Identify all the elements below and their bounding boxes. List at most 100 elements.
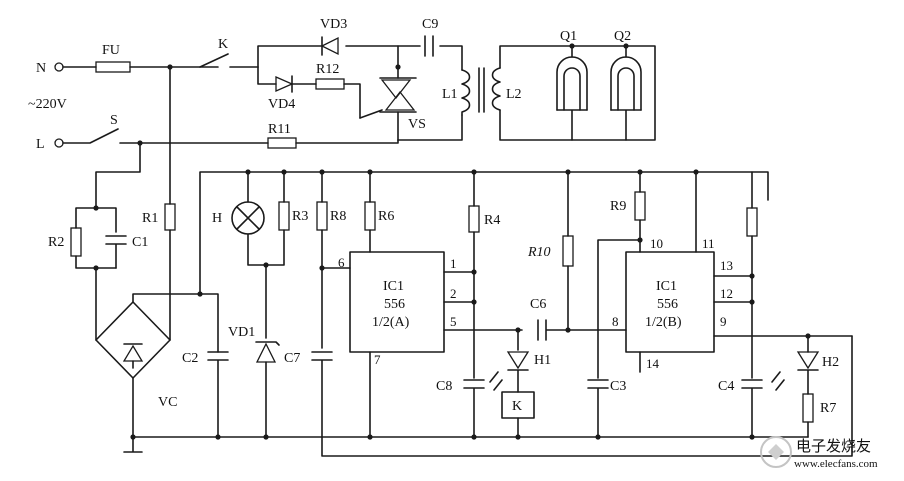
label-k: K bbox=[218, 37, 228, 52]
ic-a-name: IC1 bbox=[383, 279, 404, 294]
lamp-h: H bbox=[212, 171, 267, 266]
ic-b-part: 556 bbox=[657, 297, 678, 312]
svg-text:R9: R9 bbox=[610, 199, 626, 214]
pin-a7: 7 bbox=[374, 352, 381, 367]
svg-text:H1: H1 bbox=[534, 353, 551, 368]
ic1-half-a: IC1 556 1/2(A) 6 1 2 5 7 bbox=[338, 251, 523, 438]
resistor-r3: R3 bbox=[265, 171, 308, 266]
triac-vs: VS bbox=[359, 45, 426, 141]
timer-b-section: R9 C3 IC1 556 1/2(B) 10 11 13 12 8 9 14 bbox=[587, 171, 853, 438]
inductor-l2: L2 bbox=[491, 67, 522, 111]
pin-a6: 6 bbox=[338, 255, 345, 270]
timer-a-section: H R3 VD1 R8 C7 R6 bbox=[212, 169, 853, 457]
svg-text:R8: R8 bbox=[330, 209, 346, 224]
switch-s: S bbox=[62, 113, 269, 144]
resistor-r1: R1 bbox=[142, 66, 176, 341]
ic-b-name: IC1 bbox=[656, 279, 677, 294]
label-s: S bbox=[110, 113, 118, 128]
resistor-r11: R11 bbox=[267, 122, 297, 149]
inductor-l1: L1 bbox=[442, 69, 471, 116]
svg-text:R6: R6 bbox=[378, 209, 394, 224]
bridge-rectifier-vc: VC bbox=[95, 171, 769, 438]
svg-text:R2: R2 bbox=[48, 235, 64, 250]
label-fu: FU bbox=[102, 43, 120, 58]
svg-text:R11: R11 bbox=[268, 122, 291, 137]
svg-text:R7: R7 bbox=[820, 401, 836, 416]
resistor-r8: R8 bbox=[316, 171, 346, 349]
svg-text:R10: R10 bbox=[527, 245, 551, 260]
resistor-unlabeled bbox=[746, 171, 758, 379]
switch-k: K bbox=[199, 37, 259, 68]
pin-a2: 2 bbox=[450, 286, 457, 301]
capacitor-c4: C4 bbox=[718, 379, 763, 438]
svg-text:C6: C6 bbox=[530, 297, 546, 312]
pin-b11: 11 bbox=[702, 236, 715, 251]
svg-text:C9: C9 bbox=[422, 17, 438, 32]
svg-text:R1: R1 bbox=[142, 211, 158, 226]
capacitor-c1: C1 bbox=[105, 235, 148, 269]
capacitor-c8: C8 bbox=[436, 379, 485, 438]
fuse-fu bbox=[95, 61, 131, 73]
lamp-q2: Q2 bbox=[610, 29, 642, 141]
pin-b10: 10 bbox=[650, 236, 663, 251]
svg-text:VC: VC bbox=[158, 395, 177, 410]
watermark-brand: 电子发烧友 bbox=[796, 438, 871, 455]
pin-b9: 9 bbox=[720, 314, 727, 329]
svg-text:VD4: VD4 bbox=[268, 97, 295, 112]
resistor-r12: R12 bbox=[315, 62, 345, 90]
led-h2: H2 bbox=[796, 335, 839, 395]
diode-vd4: VD4 bbox=[268, 75, 295, 112]
svg-text:K: K bbox=[512, 399, 522, 414]
ic-a-half: 1/2(A) bbox=[372, 315, 410, 330]
power-supply: R2 C1 R1 VC C2 bbox=[48, 66, 769, 453]
resistor-r6: R6 bbox=[364, 171, 394, 253]
watermark-logo-icon bbox=[760, 436, 792, 468]
capacitor-c7: C7 bbox=[284, 335, 853, 457]
svg-text:R12: R12 bbox=[316, 62, 339, 77]
label-n: N bbox=[36, 61, 46, 76]
svg-text:C8: C8 bbox=[436, 379, 452, 394]
terminal-l bbox=[54, 138, 64, 148]
pin-b14: 14 bbox=[646, 356, 660, 371]
svg-text:VD3: VD3 bbox=[320, 17, 347, 32]
resistor-r4: R4 bbox=[468, 171, 500, 379]
capacitor-c9: C9 bbox=[422, 17, 438, 57]
svg-text:R3: R3 bbox=[292, 209, 308, 224]
svg-text:C2: C2 bbox=[182, 351, 198, 366]
pin-a1: 1 bbox=[450, 256, 457, 271]
svg-text:C7: C7 bbox=[284, 351, 300, 366]
zener-vd1: VD1 bbox=[228, 264, 280, 438]
capacitor-c3: C3 bbox=[587, 379, 626, 438]
pin-b12: 12 bbox=[720, 286, 733, 301]
ic-b-half: 1/2(B) bbox=[645, 315, 682, 330]
pin-a5: 5 bbox=[450, 314, 457, 329]
svg-text:H: H bbox=[212, 211, 222, 226]
diode-vd3: VD3 bbox=[320, 17, 347, 56]
pin-b8: 8 bbox=[612, 314, 619, 329]
pin-b13: 13 bbox=[720, 258, 733, 273]
resistor-r2: R2 bbox=[48, 227, 82, 257]
coupling-section: C6 H1 K R10 bbox=[501, 171, 627, 438]
light-arrows-c8 bbox=[489, 371, 503, 391]
led-h1: H1 bbox=[506, 351, 551, 393]
svg-text:C3: C3 bbox=[610, 379, 626, 394]
resistor-r7: R7 bbox=[802, 393, 836, 438]
terminal-n bbox=[54, 62, 64, 72]
resistor-r10: R10 bbox=[527, 171, 574, 331]
svg-text:C4: C4 bbox=[718, 379, 734, 394]
label-l: L bbox=[36, 137, 45, 152]
ballast-section: VD3 C9 VD4 R12 VS L1 bbox=[257, 17, 656, 141]
ic1-half-b: IC1 556 1/2(B) 10 11 13 12 8 9 14 bbox=[612, 236, 853, 373]
watermark-url: www.elecfans.com bbox=[794, 458, 878, 470]
svg-text:H2: H2 bbox=[822, 355, 839, 370]
svg-text:Q1: Q1 bbox=[560, 29, 577, 44]
capacitor-c6: C6 bbox=[530, 297, 627, 341]
svg-text:R4: R4 bbox=[484, 213, 500, 228]
label-mains: ~220V bbox=[28, 97, 67, 112]
mains-input: N L ~220V FU K S R11 bbox=[28, 37, 399, 152]
ic-a-part: 556 bbox=[384, 297, 405, 312]
relay-k: K bbox=[501, 391, 535, 438]
svg-text:L2: L2 bbox=[506, 87, 522, 102]
svg-text:VS: VS bbox=[408, 117, 426, 132]
